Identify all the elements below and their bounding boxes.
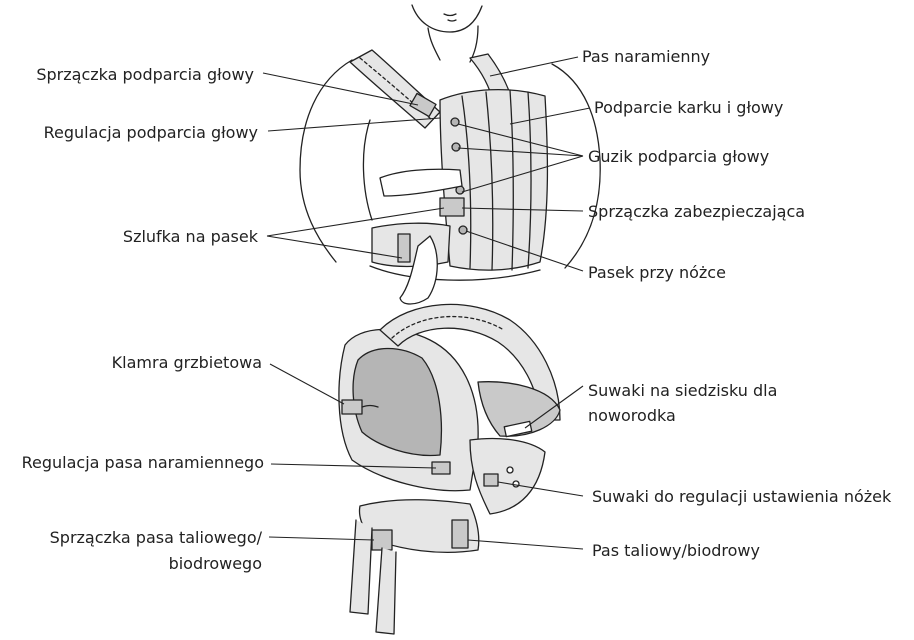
label-leg-position-sliders: Suwaki do regulacji ustawienia nóżek [592, 486, 891, 508]
shoulder-strap-left [350, 50, 440, 128]
label-leg-strap: Pasek przy nóżce [588, 262, 726, 284]
label-shoulder-strap-adjustment: Regulacja pasa naramiennego [22, 452, 264, 474]
leg-adjust-slider [484, 474, 498, 486]
label-safety-buckle: Sprzączka zabezpieczająca [588, 201, 805, 223]
label-neck-head-support: Podparcie karku i głowy [594, 97, 783, 119]
label-waist-belt-buckle-line1: Sprzączka pasa taliowego/ [50, 527, 262, 549]
label-head-support-button: Guzik podparcia głowy [588, 146, 769, 168]
label-shoulder-strap: Pas naramienny [582, 46, 710, 68]
label-back-buckle: Klamra grzbietowa [112, 352, 262, 374]
carrier-unworn-illustration [339, 304, 560, 634]
adult-chin [412, 5, 482, 32]
label-newborn-seat-sliders-line2: noworodka [588, 405, 676, 427]
back-buckle [342, 400, 362, 414]
label-newborn-seat-sliders-line1: Suwaki na siedzisku dla [588, 380, 777, 402]
label-belt-loop: Szlufka na pasek [123, 226, 258, 248]
waist-belt-buckle [372, 530, 392, 550]
label-waist-belt-buckle-line2: biodrowego [169, 553, 262, 575]
waist-belt [372, 223, 450, 266]
safety-buckle [440, 198, 464, 216]
label-waist-hip-belt: Pas taliowy/biodrowy [592, 540, 760, 562]
label-head-support-buckle: Sprzączka podparcia głowy [36, 64, 254, 86]
label-head-support-adjustment: Regulacja podparcia głowy [44, 122, 258, 144]
